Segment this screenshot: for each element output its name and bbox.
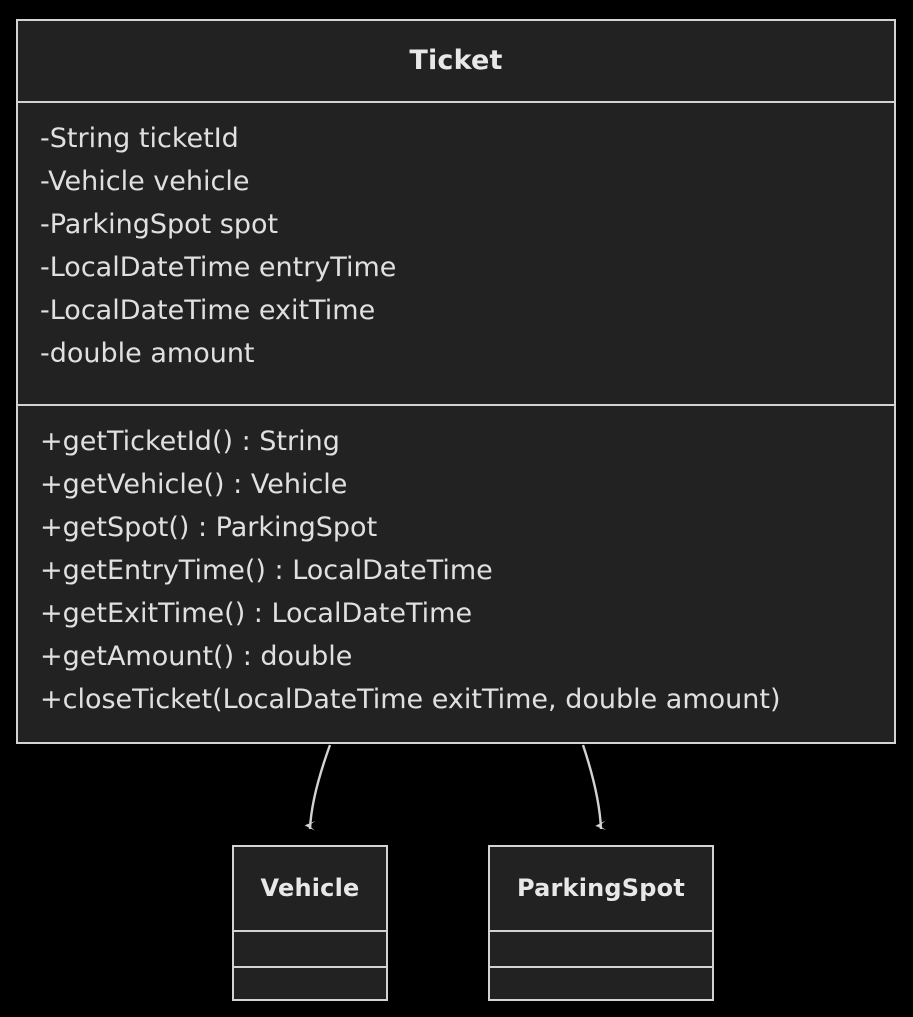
connector-ticket-to-parkingspot <box>581 744 607 831</box>
connector-ticket-to-vehicle <box>304 744 332 831</box>
attribute-row: -LocalDateTime exitTime <box>40 295 376 326</box>
methods-compartment-parkingspot <box>490 966 712 1002</box>
attribute-row: -double amount <box>40 338 255 369</box>
methods-compartment-vehicle <box>234 966 386 1002</box>
class-box-ticket[interactable]: Ticket -String ticketId -Vehicle vehicle… <box>16 19 896 744</box>
class-name-vehicle: Vehicle <box>260 874 360 902</box>
class-name-parkingspot: ParkingSpot <box>516 874 686 902</box>
attribute-row: -String ticketId <box>40 123 239 154</box>
method-row: +getAmount() : double <box>40 641 353 672</box>
method-row: +getEntryTime() : LocalDateTime <box>40 555 493 586</box>
method-row: +closeTicket(LocalDateTime exitTime, dou… <box>40 684 781 715</box>
class-box-parkingspot[interactable]: ParkingSpot <box>488 845 714 1001</box>
method-row: +getExitTime() : LocalDateTime <box>40 598 473 629</box>
methods-compartment-ticket: +getTicketId() : String +getVehicle() : … <box>18 404 894 742</box>
attribute-row: -LocalDateTime entryTime <box>40 252 397 283</box>
method-row: +getTicketId() : String <box>40 426 340 457</box>
attributes-compartment-vehicle <box>234 930 386 966</box>
attribute-row: -Vehicle vehicle <box>40 166 250 197</box>
attribute-row: -ParkingSpot spot <box>40 209 279 240</box>
attributes-compartment-ticket: -String ticketId -Vehicle vehicle -Parki… <box>18 101 894 404</box>
class-box-vehicle[interactable]: Vehicle <box>232 845 388 1001</box>
method-row: +getVehicle() : Vehicle <box>40 469 348 500</box>
class-name-ticket: Ticket <box>409 45 503 76</box>
attributes-compartment-parkingspot <box>490 930 712 966</box>
method-row: +getSpot() : ParkingSpot <box>40 512 378 543</box>
